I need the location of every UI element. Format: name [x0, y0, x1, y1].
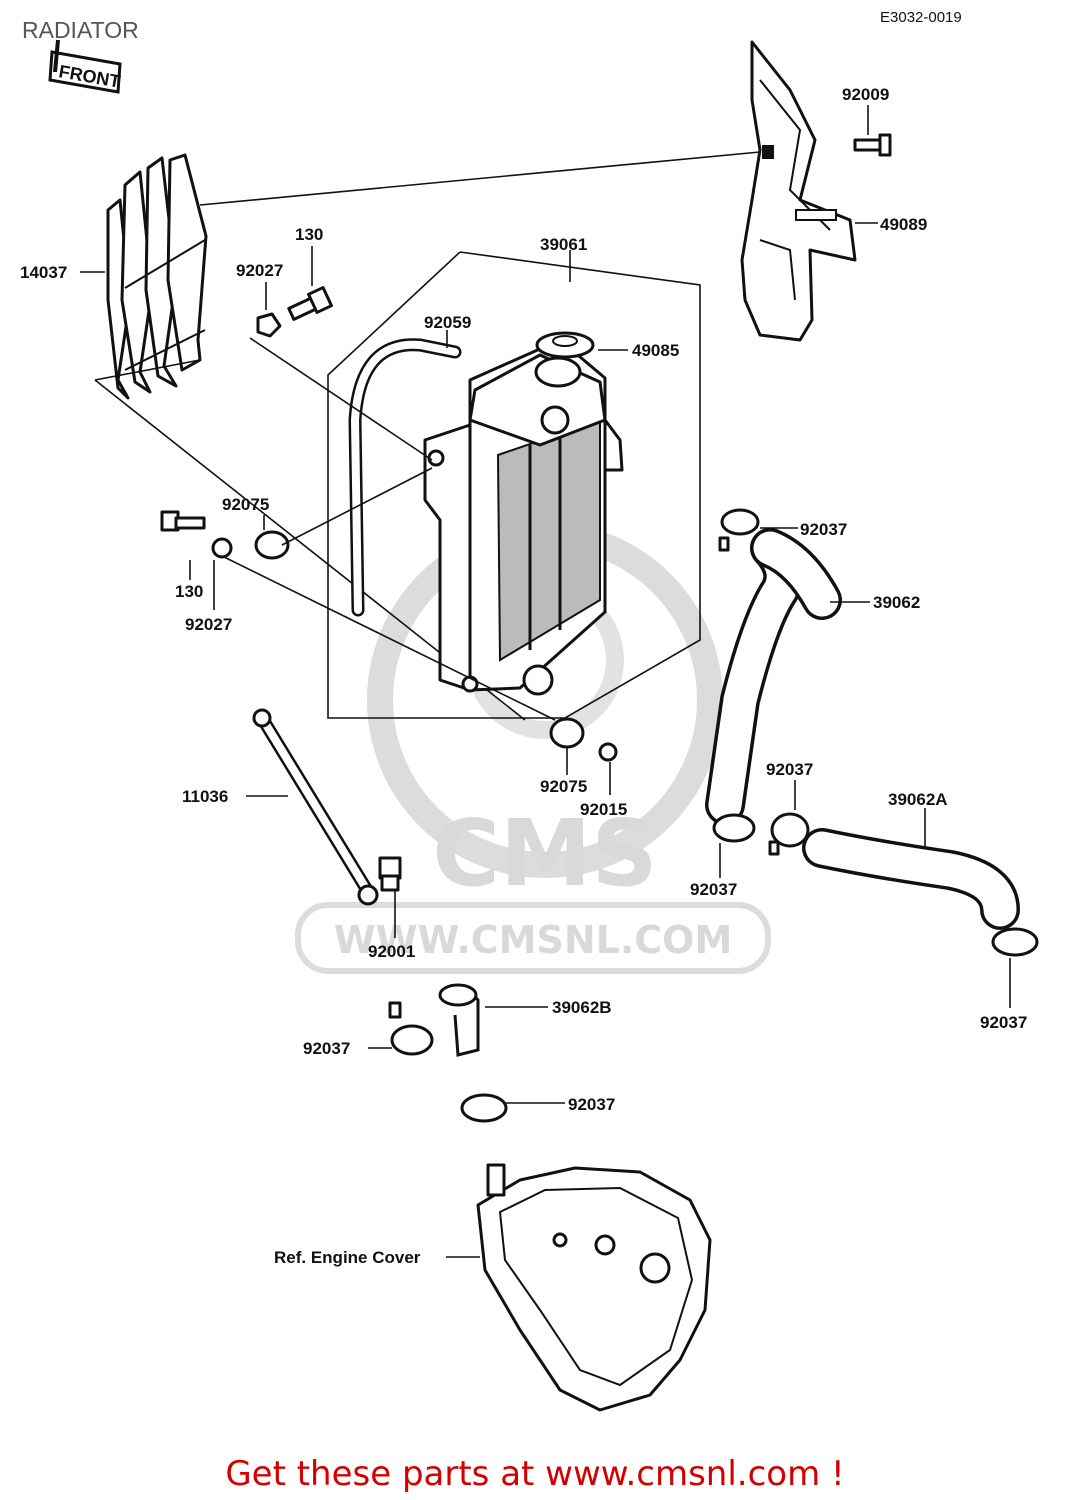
callout-92027: 92027	[236, 261, 283, 280]
callout-92075: 92075	[222, 495, 269, 514]
grommet-92027-left	[211, 537, 233, 559]
radiator-stay	[252, 708, 379, 906]
bolt-92009	[853, 133, 892, 157]
callout-14037: 14037	[20, 263, 67, 282]
callout-92037: 92037	[568, 1095, 615, 1114]
footer-link[interactable]: Get these parts at www.cmsnl.com !	[225, 1454, 844, 1494]
callout-92059: 92059	[424, 313, 471, 332]
callout-39062B: 39062B	[552, 998, 612, 1017]
front-arrow: FRONT	[48, 39, 122, 94]
nut-92015	[598, 742, 618, 762]
hose-clamp	[991, 927, 1039, 957]
hose-clamp	[460, 1093, 508, 1123]
drawing-code: E3032-0019	[880, 9, 962, 26]
callout-49085: 49085	[632, 341, 679, 360]
callout-92037: 92037	[800, 520, 847, 539]
callout-49089: 49089	[880, 215, 927, 234]
grommet-92075-bottom	[549, 717, 585, 749]
leader-lines	[80, 105, 1011, 1258]
callout-92009: 92009	[842, 85, 889, 104]
hose-clamp	[388, 1001, 434, 1056]
radiator-grille	[106, 153, 208, 400]
callout-39062: 39062	[873, 593, 920, 612]
diagram-title: RADIATOR	[22, 17, 139, 43]
radiator-cap	[535, 331, 595, 359]
callout-labels: 14037 92027 130 39061 92059 49085 92009 …	[20, 85, 1027, 1267]
callout-92037: 92037	[690, 880, 737, 899]
grommet-92075-left	[254, 530, 290, 560]
callout-92015: 92015	[580, 800, 627, 819]
callout-130: 130	[295, 225, 323, 244]
callout-130: 130	[175, 582, 203, 601]
callout-39061: 39061	[540, 235, 587, 254]
watermark-brand: CMS	[432, 800, 657, 907]
bolt-130-left	[160, 510, 206, 532]
callout-92037: 92037	[980, 1013, 1027, 1032]
callout-92075: 92075	[540, 777, 587, 796]
hose-clamp	[718, 508, 760, 552]
callout-92027: 92027	[185, 615, 232, 634]
callout-92037: 92037	[303, 1039, 350, 1058]
radiator-shroud	[740, 40, 857, 342]
hose-clamp	[768, 812, 810, 856]
callout-92037: 92037	[766, 760, 813, 779]
ref-engine-cover-label: Ref. Engine Cover	[274, 1248, 421, 1267]
engine-cover	[476, 1163, 712, 1412]
callout-39062A: 39062A	[888, 790, 948, 809]
radiator-core	[423, 338, 624, 696]
hose-clamp	[712, 813, 756, 843]
bolt-130-top	[287, 286, 333, 321]
callout-11036: 11036	[182, 787, 228, 806]
bolt-92001	[378, 856, 402, 892]
grommet-92027-top	[256, 312, 282, 338]
callout-92001: 92001	[368, 942, 415, 961]
watermark-url: WWW.CMSNL.COM	[334, 918, 733, 962]
